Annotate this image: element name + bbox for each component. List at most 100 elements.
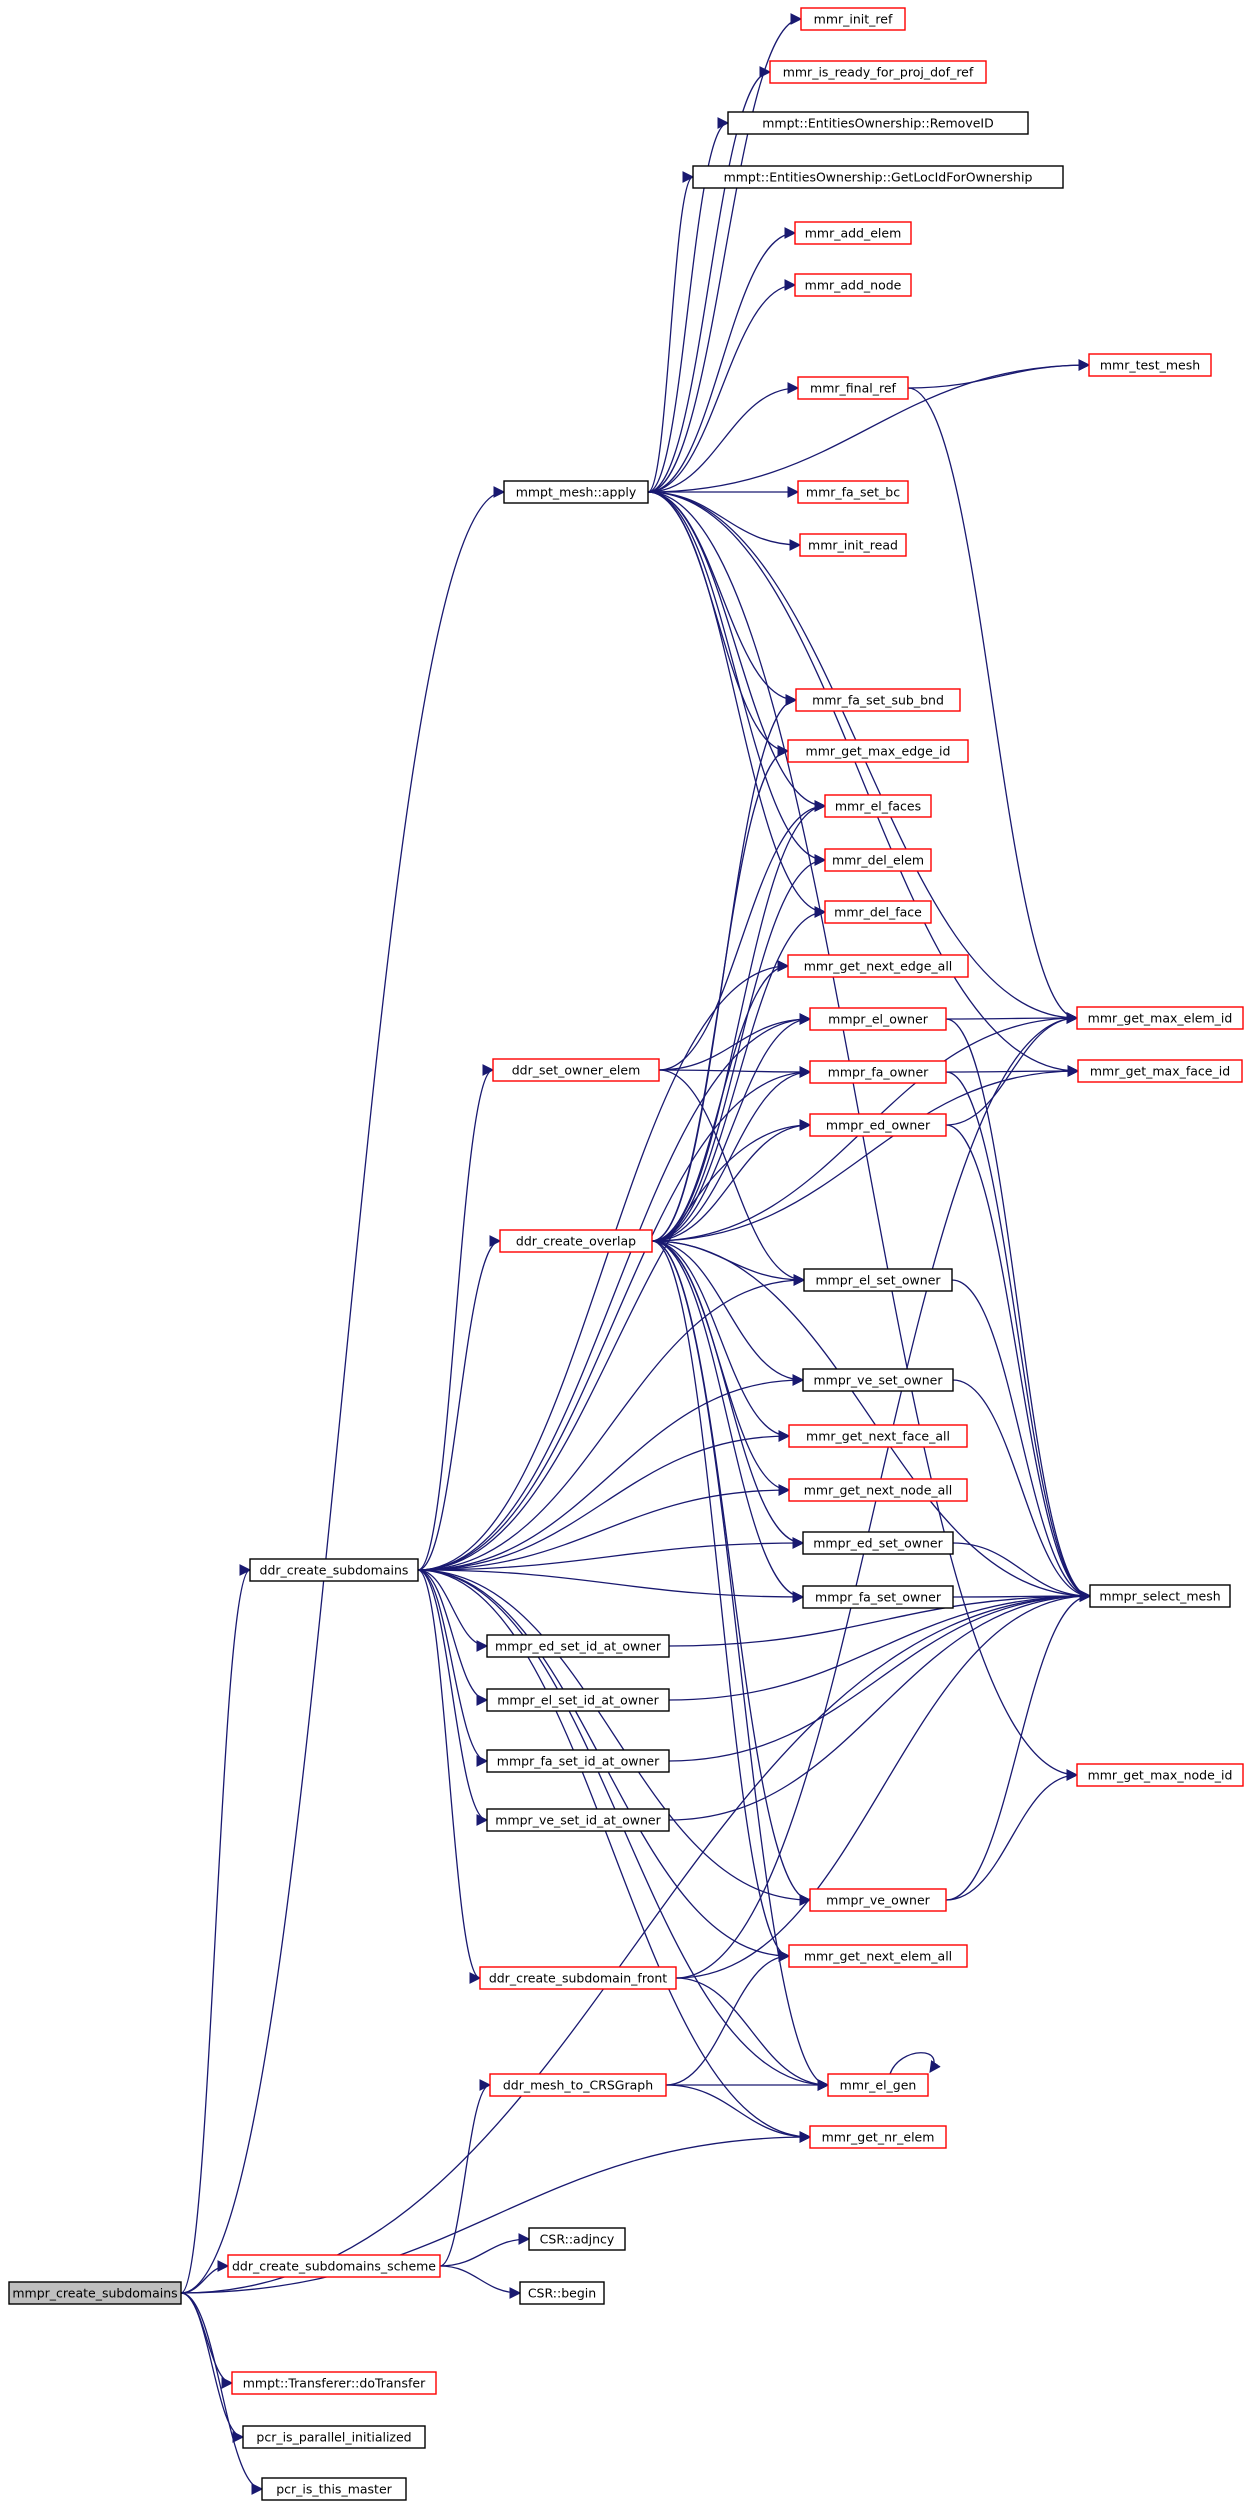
node-mmr_el_faces[interactable]: mmr_el_faces xyxy=(824,794,932,818)
node-mmr_is_ready_for_proj_dof_ref[interactable]: mmr_is_ready_for_proj_dof_ref xyxy=(769,60,987,84)
node-box[interactable] xyxy=(486,1688,670,1712)
node-box[interactable] xyxy=(249,1558,419,1582)
node-box[interactable] xyxy=(787,954,969,978)
node-box[interactable] xyxy=(809,1060,947,1084)
node-mmr_get_max_node_id[interactable]: mmr_get_max_node_id xyxy=(1076,1763,1244,1787)
node-mmpr_el_set_id_at_owner[interactable]: mmpr_el_set_id_at_owner xyxy=(486,1688,670,1712)
node-box[interactable] xyxy=(528,2227,626,2251)
node-box[interactable] xyxy=(486,1808,670,1832)
node-box[interactable] xyxy=(794,221,912,245)
node-box[interactable] xyxy=(794,273,912,297)
node-mmpr_select_mesh[interactable]: mmpr_select_mesh xyxy=(1089,1584,1231,1608)
node-box[interactable] xyxy=(231,2371,437,2395)
node-box[interactable] xyxy=(727,111,1029,135)
node-ddr_create_subdomains_scheme[interactable]: ddr_create_subdomains_scheme xyxy=(227,2254,441,2278)
node-mmr_test_mesh[interactable]: mmr_test_mesh xyxy=(1088,353,1212,377)
node-box[interactable] xyxy=(486,1634,670,1658)
node-box[interactable] xyxy=(769,60,987,84)
node-mmr_el_gen[interactable]: mmr_el_gen xyxy=(827,2073,929,2097)
node-dotransfer[interactable]: mmpt::Transferer::doTransfer xyxy=(231,2371,437,2395)
node-mmr_add_node[interactable]: mmr_add_node xyxy=(794,273,912,297)
node-mmpr_ed_set_id_at_owner[interactable]: mmpr_ed_set_id_at_owner xyxy=(486,1634,670,1658)
node-mmr_add_elem[interactable]: mmr_add_elem xyxy=(794,221,912,245)
node-removeid[interactable]: mmpt::EntitiesOwnership::RemoveID xyxy=(727,111,1029,135)
node-mmpr_fa_set_owner[interactable]: mmpr_fa_set_owner xyxy=(802,1585,954,1609)
node-mmpr_ve_set_owner[interactable]: mmpr_ve_set_owner xyxy=(802,1368,954,1392)
node-box[interactable] xyxy=(486,1749,670,1773)
node-box[interactable] xyxy=(824,794,932,818)
node-box[interactable] xyxy=(499,1229,653,1253)
node-box[interactable] xyxy=(827,2073,929,2097)
node-box[interactable] xyxy=(809,2125,947,2149)
node-mmr_fa_set_sub_bnd[interactable]: mmr_fa_set_sub_bnd xyxy=(795,688,961,712)
node-mmpr_el_owner[interactable]: mmpr_el_owner xyxy=(809,1007,947,1031)
node-mmr_get_max_face_id[interactable]: mmr_get_max_face_id xyxy=(1077,1059,1243,1083)
node-pcr_is_this_master[interactable]: pcr_is_this_master xyxy=(261,2477,407,2501)
node-box[interactable] xyxy=(1088,353,1212,377)
node-mmpr_el_set_owner[interactable]: mmpr_el_set_owner xyxy=(803,1268,953,1292)
node-ddr_create_subdomains[interactable]: ddr_create_subdomains xyxy=(249,1558,419,1582)
node-mmr_get_next_face_all[interactable]: mmr_get_next_face_all xyxy=(788,1424,968,1448)
node-box[interactable] xyxy=(1077,1059,1243,1083)
node-mmr_get_nr_elem[interactable]: mmr_get_nr_elem xyxy=(809,2125,947,2149)
node-box[interactable] xyxy=(809,1888,947,1912)
node-mmpr_ed_owner[interactable]: mmpr_ed_owner xyxy=(809,1113,947,1137)
node-ddr_create_overlap[interactable]: ddr_create_overlap xyxy=(499,1229,653,1253)
node-box[interactable] xyxy=(809,1113,947,1137)
node-csr_adjncy[interactable]: CSR::adjncy xyxy=(528,2227,626,2251)
node-box[interactable] xyxy=(800,7,906,31)
node-box[interactable] xyxy=(261,2477,407,2501)
node-box[interactable] xyxy=(1089,1584,1231,1608)
node-box[interactable] xyxy=(788,1424,968,1448)
node-box[interactable] xyxy=(802,1531,954,1555)
node-mmr_get_max_elem_id[interactable]: mmr_get_max_elem_id xyxy=(1076,1006,1244,1030)
node-box[interactable] xyxy=(797,376,909,400)
node-mmr_final_ref[interactable]: mmr_final_ref xyxy=(797,376,909,400)
node-mmpt_mesh_apply[interactable]: mmpt_mesh::apply xyxy=(503,480,649,504)
node-box[interactable] xyxy=(1076,1006,1244,1030)
node-mmpr_ve_owner[interactable]: mmpr_ve_owner xyxy=(809,1888,947,1912)
node-mmpr_fa_set_id_at_owner[interactable]: mmpr_fa_set_id_at_owner xyxy=(486,1749,670,1773)
node-box[interactable] xyxy=(797,480,909,504)
node-box[interactable] xyxy=(242,2425,426,2449)
node-mmr_del_elem[interactable]: mmr_del_elem xyxy=(824,848,932,872)
node-box[interactable] xyxy=(799,533,907,557)
node-box[interactable] xyxy=(503,480,649,504)
node-ddr_mesh_to_CRSGraph[interactable]: ddr_mesh_to_CRSGraph xyxy=(489,2073,667,2097)
node-box[interactable] xyxy=(8,2281,182,2305)
node-getlocid[interactable]: mmpt::EntitiesOwnership::GetLocIdForOwne… xyxy=(692,165,1064,189)
node-box[interactable] xyxy=(803,1268,953,1292)
node-mmr_get_next_node_all[interactable]: mmr_get_next_node_all xyxy=(788,1478,968,1502)
node-box[interactable] xyxy=(788,1478,968,1502)
node-box[interactable] xyxy=(802,1585,954,1609)
node-box[interactable] xyxy=(692,165,1064,189)
node-box[interactable] xyxy=(489,2073,667,2097)
node-box[interactable] xyxy=(824,900,932,924)
node-mmpr_fa_owner[interactable]: mmpr_fa_owner xyxy=(809,1060,947,1084)
node-mmr_del_face[interactable]: mmr_del_face xyxy=(824,900,932,924)
node-box[interactable] xyxy=(227,2254,441,2278)
node-mmpr_create_subdomains[interactable]: mmpr_create_subdomains xyxy=(8,2281,182,2305)
node-mmr_get_next_elem_all[interactable]: mmr_get_next_elem_all xyxy=(788,1944,968,1968)
node-pcr_is_parallel_initialized[interactable]: pcr_is_parallel_initialized xyxy=(242,2425,426,2449)
node-mmr_init_read[interactable]: mmr_init_read xyxy=(799,533,907,557)
node-mmr_get_next_edge_all[interactable]: mmr_get_next_edge_all xyxy=(787,954,969,978)
node-ddr_create_subdomain_front[interactable]: ddr_create_subdomain_front xyxy=(479,1966,677,1990)
node-box[interactable] xyxy=(492,1058,660,1082)
node-box[interactable] xyxy=(787,739,969,763)
node-box[interactable] xyxy=(519,2281,605,2305)
node-csr_begin[interactable]: CSR::begin xyxy=(519,2281,605,2305)
node-mmr_init_ref[interactable]: mmr_init_ref xyxy=(800,7,906,31)
node-mmr_fa_set_bc[interactable]: mmr_fa_set_bc xyxy=(797,480,909,504)
node-mmpr_ed_set_owner[interactable]: mmpr_ed_set_owner xyxy=(802,1531,954,1555)
node-box[interactable] xyxy=(788,1944,968,1968)
node-box[interactable] xyxy=(479,1966,677,1990)
node-box[interactable] xyxy=(802,1368,954,1392)
node-box[interactable] xyxy=(1076,1763,1244,1787)
node-mmpr_ve_set_id_at_owner[interactable]: mmpr_ve_set_id_at_owner xyxy=(486,1808,670,1832)
node-box[interactable] xyxy=(809,1007,947,1031)
node-box[interactable] xyxy=(824,848,932,872)
node-mmr_get_max_edge_id[interactable]: mmr_get_max_edge_id xyxy=(787,739,969,763)
node-ddr_set_owner_elem[interactable]: ddr_set_owner_elem xyxy=(492,1058,660,1082)
node-box[interactable] xyxy=(795,688,961,712)
